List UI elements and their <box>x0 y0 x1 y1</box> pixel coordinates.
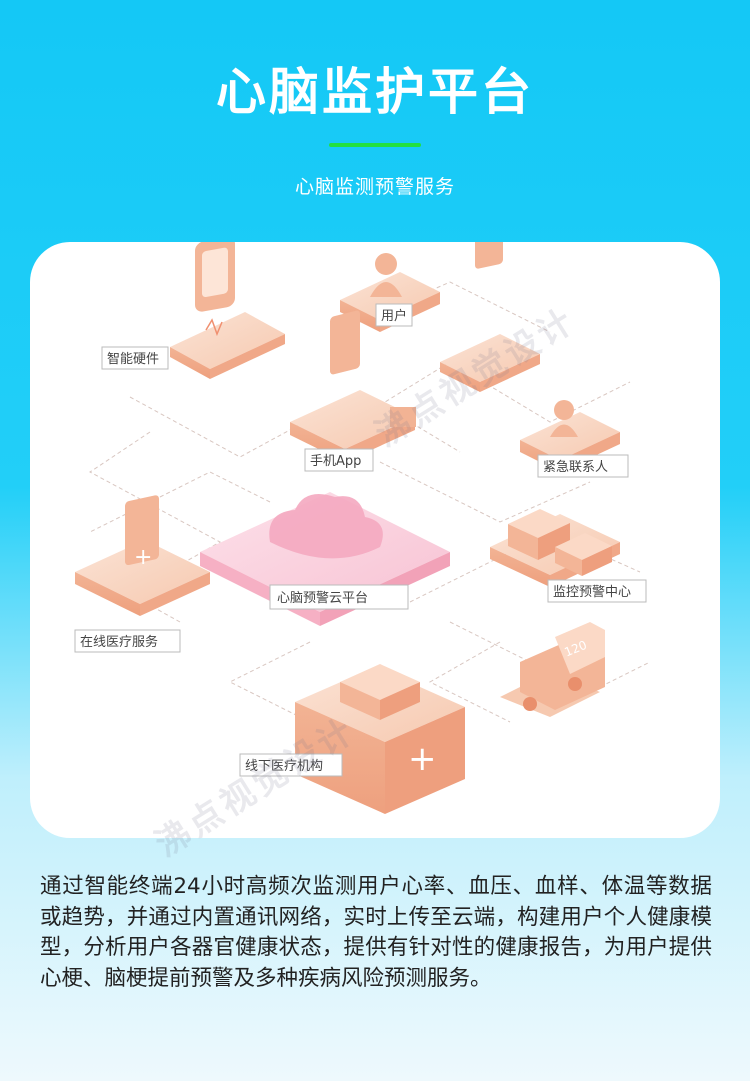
label-box-contact <box>537 454 629 478</box>
diagram-card: + 120 + 智能硬件 用户 手机App <box>30 242 720 838</box>
node-label-hardware: 智能硬件 <box>107 352 159 367</box>
mobile-app-illustration <box>290 310 416 462</box>
label-box-cloud <box>269 584 409 610</box>
online-medical-illustration: + <box>75 495 210 616</box>
platform-diagram: + 120 + 智能硬件 用户 手机App <box>74 242 651 814</box>
label-box-monitor <box>547 579 647 603</box>
svg-text:+: + <box>134 545 152 570</box>
title-divider <box>329 143 421 147</box>
label-box-user <box>375 303 413 327</box>
smart-hardware-illustration <box>170 242 285 379</box>
node-label-user: 用户 <box>381 308 407 324</box>
label-box-offline <box>239 753 343 777</box>
svg-text:+: + <box>408 739 437 779</box>
node-label-app: 手机App <box>310 454 361 469</box>
node-label-offline: 线下医疗机构 <box>245 759 323 774</box>
node-label-cloud: 心脑预警云平台 <box>277 590 368 606</box>
description-text: 通过智能终端24小时高频次监测用户心率、血压、血样、体温等数据或趋势，并通过内置… <box>40 874 712 991</box>
label-box-app <box>304 448 374 472</box>
ambulance-illustration: 120 <box>500 622 605 717</box>
monitoring-center-illustration <box>490 509 620 587</box>
phone-illustration-right <box>440 242 540 392</box>
page-subtitle: 心脑监测预警服务 <box>294 176 455 198</box>
page-title: 心脑监护平台 <box>216 63 534 121</box>
node-label-contact: 紧急联系人 <box>543 460 608 475</box>
label-box-hardware <box>101 346 169 370</box>
node-label-online: 在线医疗服务 <box>80 634 158 650</box>
label-box-online <box>74 629 181 653</box>
node-label-monitor: 监控预警中心 <box>553 584 631 600</box>
